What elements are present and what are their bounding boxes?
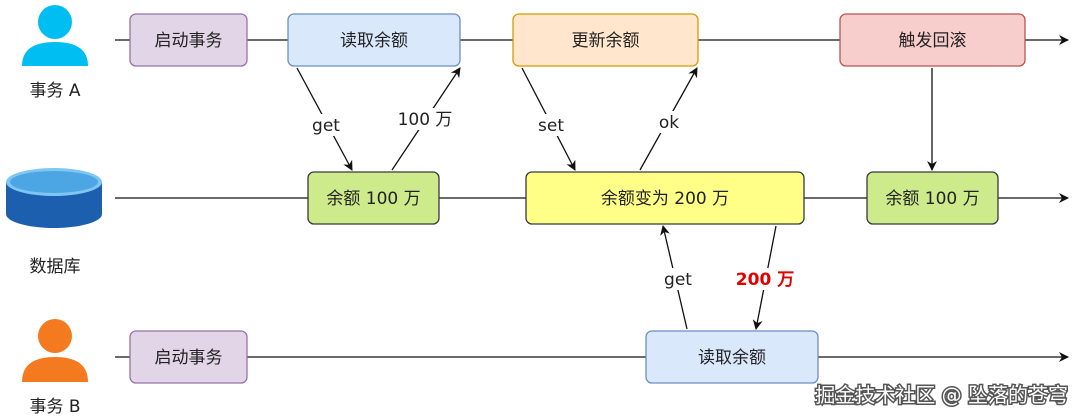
tx-b-read-box — [645, 330, 819, 384]
tx-a-update-box — [512, 13, 699, 67]
tx-b-start-box — [129, 330, 248, 384]
edge-label-bg — [533, 114, 569, 136]
tx-a-update-label: 更新余额 — [572, 31, 640, 51]
actor-label-tx-a: 事务 A — [29, 81, 80, 101]
db-state-changed-label: 余额变为 200 万 — [601, 189, 729, 209]
tx-a-rollback-box — [839, 13, 1026, 67]
db-state-initial-box — [307, 171, 440, 225]
edge-label-return-a: 100 万 — [398, 110, 453, 130]
edge-label-bg — [659, 268, 697, 290]
edge-label-bg — [654, 111, 684, 133]
tx-a-rollback-label: 触发回滚 — [899, 31, 967, 51]
edge-label-get-a: get — [312, 116, 340, 136]
edge-label-bg — [730, 268, 800, 290]
edge-label-bg — [307, 114, 345, 136]
tx-a-start-box — [129, 13, 248, 67]
actor-label-db: 数据库 — [30, 257, 81, 277]
edge-label-ok-a: ok — [659, 113, 679, 133]
person-icon-tx-b — [22, 319, 88, 382]
actor-label-tx-b: 事务 B — [29, 397, 80, 417]
edge-label-bg — [390, 108, 460, 130]
watermark: 掘金技术社区 @ 坠落的苍穹 — [815, 383, 1068, 407]
edge-label-return-b: 200 万 — [736, 270, 794, 290]
tx-a-start-label: 启动事务 — [155, 31, 223, 51]
db-state-restored-label: 余额 100 万 — [885, 189, 979, 209]
database-icon — [6, 168, 102, 228]
edge-label-set-a: set — [538, 116, 564, 136]
tx-b-read-label: 读取余额 — [698, 348, 766, 368]
db-state-restored-box — [866, 171, 999, 225]
tx-a-read-label: 读取余额 — [340, 31, 408, 51]
tx-b-start-label: 启动事务 — [155, 348, 223, 368]
db-state-initial-label: 余额 100 万 — [326, 189, 420, 209]
db-state-changed-box — [525, 171, 805, 225]
person-icon-tx-a — [22, 5, 88, 66]
edge-label-get-b: get — [664, 270, 692, 290]
tx-a-read-box — [287, 13, 461, 67]
